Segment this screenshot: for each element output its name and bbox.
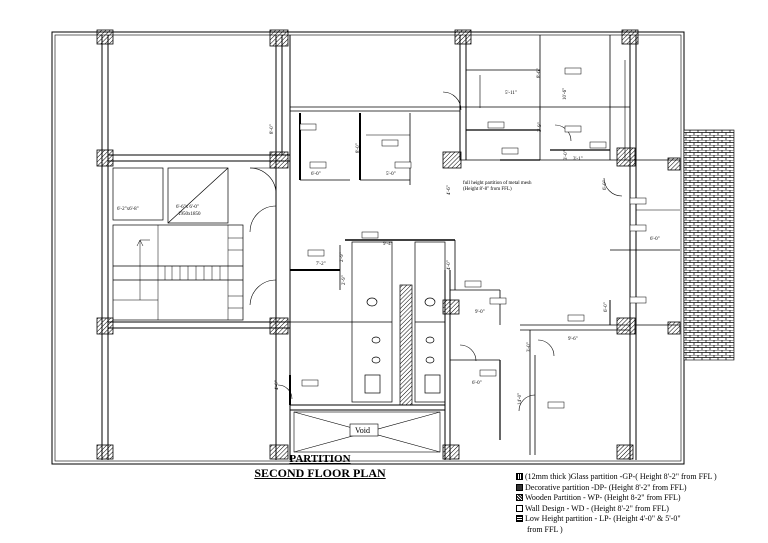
stair-treads — [113, 225, 243, 320]
dimension-label: 6'-0" — [311, 172, 321, 177]
dimension-label: 2'-9" — [340, 252, 345, 262]
partition-tags — [299, 67, 647, 409]
wall-design-swatch — [516, 504, 523, 512]
dimension-label: 6'-0" — [603, 180, 608, 190]
outer-walls — [51, 31, 685, 465]
dimension-label: 3'-9" — [538, 122, 543, 132]
dimension-label: 8'-6" — [537, 68, 542, 78]
legend-text: Low Height partition - LP- (Height 4'-0"… — [525, 514, 681, 523]
dimension-label: 10'-6" — [563, 88, 568, 100]
decorative-partition-swatch — [516, 483, 523, 491]
dimension-label: 3'-1" — [573, 157, 583, 162]
columns — [96, 29, 681, 460]
lift-and-stair — [112, 167, 244, 321]
dimension-label: 5'-11" — [505, 91, 517, 96]
dimension-label: 4'-6" — [447, 185, 452, 195]
partitions — [289, 113, 680, 440]
dimension-label: 8'-0" — [356, 143, 361, 153]
lift-size-label: 6'-6"x 6'-0" — [176, 205, 199, 210]
plan-title: PARTITION — [289, 453, 351, 465]
legend-item-decorative: Decorative partition -DP- (Height 8'-2" … — [516, 483, 717, 494]
void-label: Void — [355, 426, 370, 435]
dimension-label: 5'-0" — [386, 172, 396, 177]
legend-text: from FFL ) — [527, 524, 563, 534]
dimension-label: 3'-0" — [527, 342, 532, 352]
dimension-label: 7'-2" — [316, 262, 326, 267]
stair-size-label: 6'-2"x6'-8" — [117, 207, 139, 212]
dimension-label: 8'-0" — [270, 124, 275, 134]
stair-arrow — [136, 239, 150, 300]
mesh-note-line2: (Height 8'-8" from FFL) — [463, 187, 512, 192]
legend-item-wall-design: Wall Design - WD - (Height 8'-2" from FF… — [516, 504, 717, 515]
plan-labels: 6'-6"x 6'-0" 1950x1850 6'-2"x6'-8" full … — [117, 68, 660, 435]
dimension-label: 4'-0" — [275, 380, 280, 390]
legend-item-low-height: Low Height partition - LP- (Height 4'-0"… — [516, 514, 717, 525]
legend-text: Wooden Partition - WP- (Height 8-2" from… — [525, 493, 681, 502]
mesh-note-line1: full height partition of metal mesh — [463, 181, 532, 186]
legend-text: Wall Design - WD - (Height 8'-2" from FF… — [525, 503, 669, 513]
dimension-label: 3'-0" — [564, 150, 569, 160]
dimension-label: 6'-0" — [650, 237, 660, 242]
dimension-label: 6'-0" — [472, 381, 482, 386]
legend-text: (12mm thick )Glass partition -GP-( Heigh… — [525, 472, 717, 481]
partition-legend: (12mm thick )Glass partition -GP-( Heigh… — [516, 472, 717, 535]
void-area — [293, 411, 441, 453]
legend-item-glass: (12mm thick )Glass partition -GP-( Heigh… — [516, 472, 717, 483]
plan-subtitle: SECOND FLOOR PLAN — [254, 466, 386, 480]
lift-mm-label: 1950x1850 — [178, 212, 201, 217]
legend-item-continuation: from FFL ) — [516, 525, 717, 536]
glass-partition-swatch — [516, 473, 523, 480]
dimension-label: 4'-0" — [447, 260, 452, 270]
brick-wall-right — [683, 129, 735, 361]
dimension-label: 14'-0" — [518, 393, 523, 405]
legend-item-wooden: Wooden Partition - WP- (Height 8-2" from… — [516, 493, 717, 504]
dimension-label: 9'-0" — [475, 310, 485, 315]
doors — [249, 91, 623, 412]
dimension-label: 2'-9" — [342, 275, 347, 285]
dimension-label: 6'-0" — [604, 302, 609, 312]
low-height-partition-swatch — [516, 515, 523, 522]
legend-text: Decorative partition -DP- (Height 8'-2" … — [525, 482, 687, 492]
dimension-label: 9'-6" — [568, 337, 578, 342]
toilet-block — [290, 241, 446, 406]
wooden-partition-swatch — [516, 494, 523, 501]
dimension-label: 9'-4" — [383, 242, 393, 247]
